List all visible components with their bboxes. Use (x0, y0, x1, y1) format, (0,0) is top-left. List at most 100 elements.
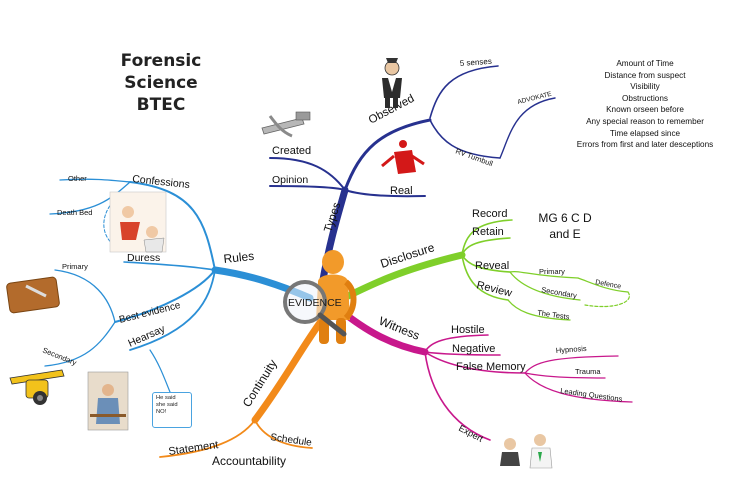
observed-to-rvturnbull-line (429, 119, 501, 159)
hearsay-label: Hearsay (126, 323, 167, 350)
cutting-board-icon (6, 276, 60, 314)
hearsay-note-line: she said (156, 402, 178, 408)
reveal-to-secondary-line (509, 271, 581, 301)
observed-to-5senses-line (429, 65, 499, 119)
disclosure-main-line (336, 251, 466, 304)
witness-to-negative-line (424, 351, 501, 356)
witness-to-hostile-line (424, 334, 489, 353)
center-evidence-label: EVIDENCE (288, 297, 342, 309)
the-tests-label: The Tests (537, 308, 571, 321)
continuity-to-schedule-line (254, 419, 313, 449)
rv-turnbull-label: RV Turnbull (454, 146, 494, 168)
rules-to-bestevidence-line (114, 269, 216, 323)
disclosure-to-record-line (461, 219, 513, 256)
leading-questions-label: Leading Questions (560, 386, 623, 404)
record-label: Record (472, 208, 507, 220)
map-title: Forensic Science BTEC (96, 50, 226, 116)
disclosure-to-review-line (461, 254, 509, 301)
disclosure-branch (336, 219, 630, 321)
continuity-main-line (251, 316, 326, 424)
falsememory-to-hypnosis-line (524, 355, 619, 374)
confessions-cartoon-icon (109, 191, 167, 253)
falsememory-to-trauma-line (524, 372, 606, 379)
rules-label: Rules (223, 249, 255, 266)
schedule-label: Schedule (270, 432, 313, 449)
falsememory-to-leadingquestions-line (524, 372, 633, 403)
title-line: Forensic (120, 51, 202, 71)
best-evidence-label: Best evidence (118, 300, 182, 326)
types-to-observed-line (343, 118, 432, 192)
advokate-note: Distance from suspect (604, 70, 686, 80)
title-line: BTEC (136, 95, 186, 115)
rules-to-duress-line (123, 261, 216, 271)
witness-to-expert-line (424, 351, 491, 441)
other-label: Other (68, 174, 87, 183)
continuity-label: Continuity (240, 357, 280, 410)
defence-label: Defence (595, 279, 622, 290)
rvturnbull-to-advokate-line (499, 97, 556, 159)
rules-to-confessions-line (129, 181, 216, 271)
confessions-to-other-line (59, 178, 131, 183)
reveal-label: Reveal (475, 260, 509, 272)
hearsay-note-line: NO! (156, 409, 167, 415)
advokate-note: Known orseen before (606, 105, 684, 115)
rules-to-hearsay-line (129, 269, 216, 351)
review-to-thetests-line (507, 299, 571, 321)
trauma-label: Trauma (575, 367, 601, 376)
bestevidence-to-secondary-line (44, 321, 116, 367)
disclosure-to-retain-line (461, 237, 511, 256)
hostile-label: Hostile (451, 324, 485, 336)
hearsay-note-line: He said (156, 395, 176, 401)
observed-man-icon (382, 58, 402, 108)
death-bed-label: Death Bed (57, 208, 92, 217)
disclosure-to-reveal-line (461, 254, 511, 273)
bestevidence-to-primary-line (54, 269, 116, 323)
false-memory-label: False Memory (456, 361, 526, 373)
real-red-figure-icon (381, 140, 425, 174)
accountability-label: Accountability (212, 454, 286, 468)
duress-label: Duress (127, 252, 160, 264)
primary-to-defence-line (577, 277, 629, 293)
opinion-label: Opinion (272, 174, 308, 186)
types-branch (269, 65, 556, 289)
advokate-note: Any special reason to remember (586, 116, 704, 126)
expert-label: Expert (457, 423, 485, 444)
disclosure-primary-label: Primary (539, 267, 565, 276)
negative-label: Negative (452, 343, 495, 355)
retain-label: Retain (472, 226, 504, 238)
real-label: Real (390, 185, 413, 197)
reveal-to-primary-line (509, 270, 579, 279)
created-label: Created (272, 145, 311, 157)
advokate-note: Visibility (630, 82, 660, 92)
types-to-real-line (344, 189, 426, 198)
advokate-note: Time elapsed since (609, 128, 681, 138)
advokate-note: Amount of Time (616, 59, 674, 68)
advokate-notes: Amount of Time Distance from suspect Vis… (560, 58, 730, 151)
hearsay-photo-icon (87, 371, 129, 431)
types-main-line (318, 186, 349, 289)
mg-note: MG 6 C D and E (520, 210, 610, 242)
types-to-opinion-line (269, 185, 346, 191)
hypnosis-label: Hypnosis (556, 344, 588, 355)
created-tools-icon (261, 111, 311, 138)
types-to-created-line (269, 157, 346, 191)
advokate-label: ADVOKATE (517, 91, 553, 106)
mg-note-line: and E (549, 227, 581, 241)
five-senses-label: 5 senses (460, 57, 493, 68)
hearsay-to-note-line (149, 349, 171, 393)
camera-plane-icon (9, 369, 65, 405)
defence-to-secondary-dashed-arrow (584, 291, 630, 308)
witness-to-falsememory-line (424, 351, 526, 374)
disclosure-secondary-label: Secondary (541, 285, 578, 300)
mg-note-line: MG 6 C D (538, 211, 592, 225)
rules-primary-label: Primary (62, 262, 88, 271)
continuity-to-statement-line (159, 419, 256, 458)
hearsay-note-box: He said she said NO! (152, 392, 192, 428)
magnifying-glass-icon (283, 280, 347, 337)
expert-doctors-icon (500, 434, 553, 469)
continuity-branch (159, 316, 326, 458)
advokate-note: Obstructions (622, 93, 668, 103)
advokate-note: Errors from first and later desceptions (576, 140, 714, 150)
